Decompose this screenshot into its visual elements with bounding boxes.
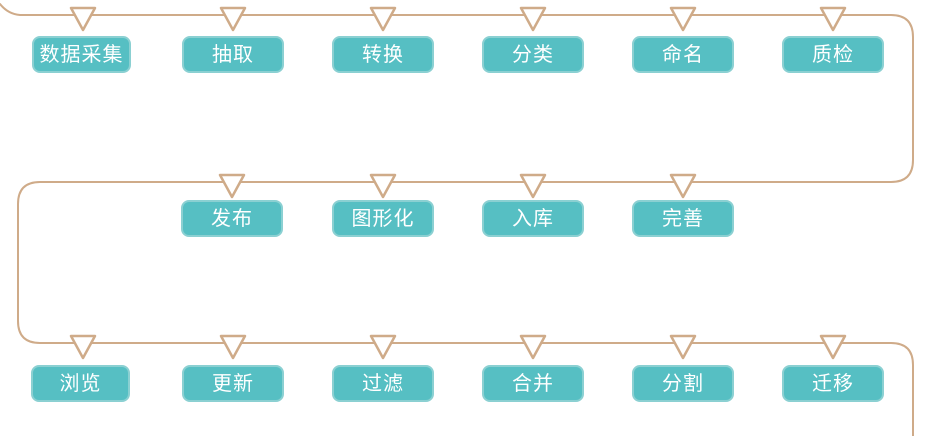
flow-step-box: 入库	[482, 200, 584, 237]
flow-step-box: 数据采集	[32, 36, 131, 73]
flow-step-box: 过滤	[332, 365, 434, 402]
flow-connector-line	[0, 3, 914, 436]
flow-step-box: 质检	[782, 36, 884, 73]
arrow-down-marker-icon	[369, 6, 397, 32]
flow-step-box: 转换	[332, 36, 434, 73]
arrow-down-marker-icon	[369, 334, 397, 360]
arrow-down-marker-icon	[369, 173, 397, 199]
flow-step-box: 完善	[632, 200, 734, 237]
arrow-down-marker-icon	[219, 6, 247, 32]
arrow-down-marker-icon	[69, 6, 97, 32]
arrow-down-marker-icon	[669, 173, 697, 199]
flow-step-box: 合并	[482, 365, 584, 402]
arrow-down-marker-icon	[69, 334, 97, 360]
flow-step-box: 命名	[632, 36, 734, 73]
arrow-down-marker-icon	[669, 6, 697, 32]
arrow-down-marker-icon	[519, 173, 547, 199]
flow-step-box: 浏览	[31, 365, 130, 402]
flow-step-box: 抽取	[182, 36, 284, 73]
arrow-down-marker-icon	[218, 173, 246, 199]
flow-step-box: 分割	[632, 365, 734, 402]
arrow-down-marker-icon	[219, 334, 247, 360]
arrow-down-marker-icon	[519, 334, 547, 360]
arrow-down-marker-icon	[819, 334, 847, 360]
flow-step-box: 发布	[181, 200, 283, 237]
flow-step-box: 图形化	[332, 200, 434, 237]
arrow-down-marker-icon	[519, 6, 547, 32]
flow-step-box: 迁移	[782, 365, 884, 402]
flow-step-box: 更新	[182, 365, 284, 402]
flow-step-box: 分类	[482, 36, 584, 73]
arrow-down-marker-icon	[819, 6, 847, 32]
arrow-down-marker-icon	[669, 334, 697, 360]
